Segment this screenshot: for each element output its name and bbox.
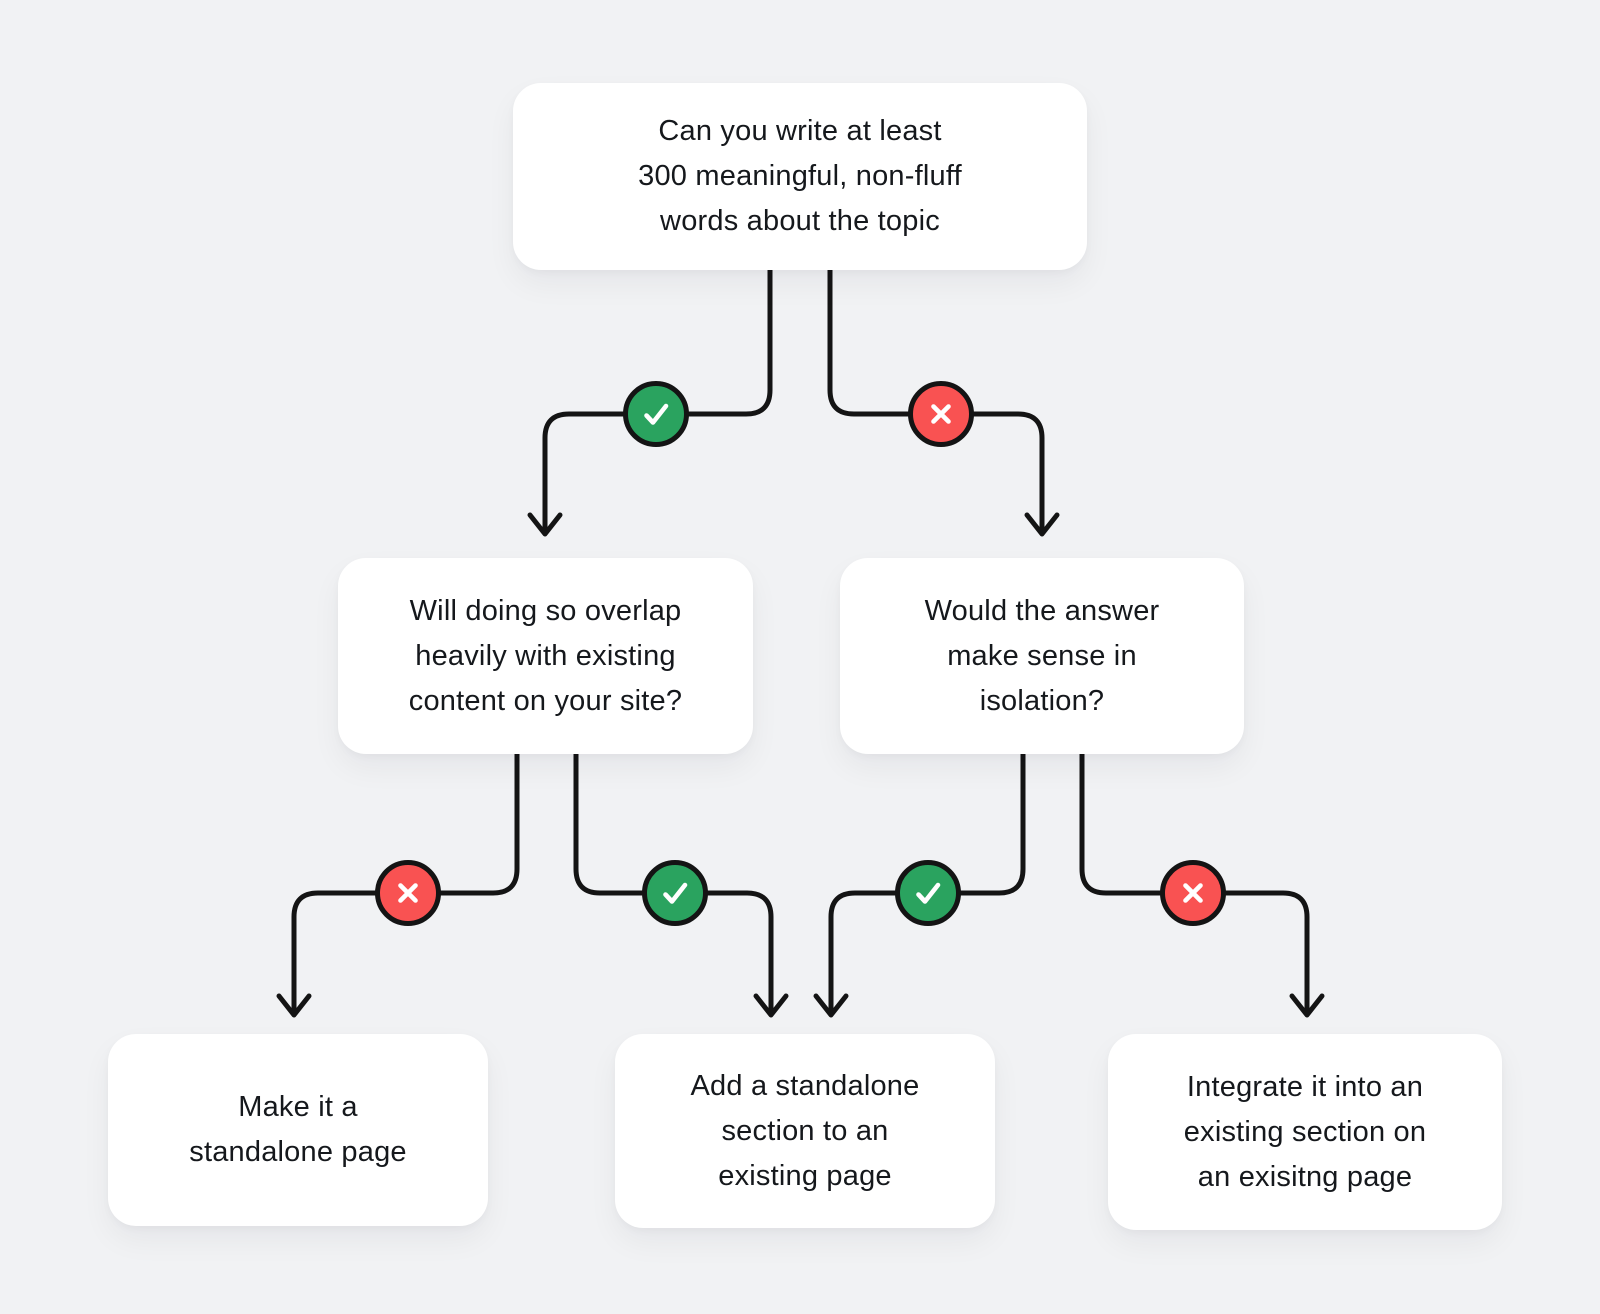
node-standalone-section: Add a standalone section to an existing … — [615, 1034, 995, 1228]
x-icon — [931, 404, 951, 424]
node-root: Can you write at least 300 meaningful, n… — [513, 83, 1087, 270]
badge-overlap-yes — [642, 860, 708, 926]
node-overlap-question: Will doing so overlap heavily with exist… — [338, 558, 753, 754]
badge-root-yes — [623, 381, 689, 447]
x-icon — [1183, 883, 1203, 903]
check-icon — [644, 403, 669, 425]
node-isolation-question: Would the answer make sense in isolation… — [840, 558, 1244, 754]
node-standalone-section-label: Add a standalone section to an existing … — [690, 1069, 920, 1192]
badge-isolation-yes — [895, 860, 961, 926]
check-icon — [663, 882, 688, 904]
check-icon — [916, 882, 941, 904]
node-standalone-page: Make it a standalone page — [108, 1034, 488, 1226]
x-icon — [398, 883, 418, 903]
node-isolation-question-label: Would the answer make sense in isolation… — [924, 594, 1160, 717]
badge-isolation-no — [1160, 860, 1226, 926]
node-standalone-page-label: Make it a standalone page — [189, 1091, 407, 1168]
badge-root-no — [908, 381, 974, 447]
node-integrate-existing-label: Integrate it into an existing section on… — [1183, 1070, 1427, 1193]
node-overlap-question-label: Will doing so overlap heavily with exist… — [408, 594, 683, 717]
badge-overlap-no — [375, 860, 441, 926]
node-integrate-existing: Integrate it into an existing section on… — [1108, 1034, 1502, 1230]
node-root-label: Can you write at least 300 meaningful, n… — [638, 115, 962, 237]
